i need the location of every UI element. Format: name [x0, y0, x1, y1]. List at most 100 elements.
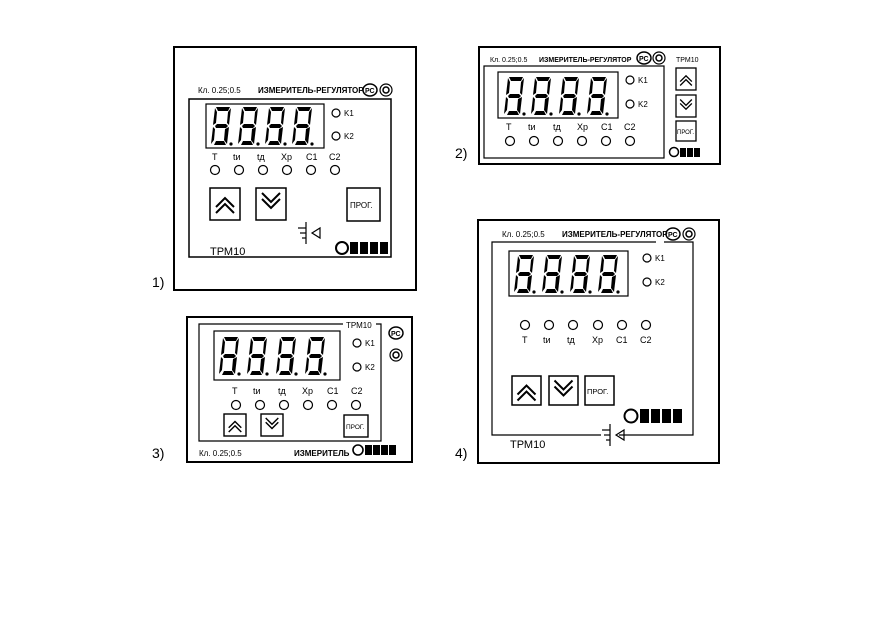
model-label: ТРМ10	[676, 57, 699, 64]
up-button[interactable]	[223, 413, 247, 437]
led-ti	[233, 164, 245, 176]
digital-display	[508, 250, 629, 297]
model-label: ТРМ10	[210, 246, 245, 258]
down-button[interactable]	[255, 187, 287, 221]
gost-mark-icon	[389, 348, 403, 362]
digit-3	[276, 337, 298, 376]
digit-4	[587, 77, 609, 116]
led-k2-label: K2	[344, 132, 354, 141]
panel-number: 1)	[152, 274, 164, 290]
down-button[interactable]	[675, 94, 697, 118]
led-xp	[576, 135, 588, 147]
panel-inner-frame	[188, 98, 392, 258]
up-button[interactable]	[209, 187, 241, 221]
led-t	[230, 399, 242, 411]
device-title: ИЗМЕРИТЕЛЬ-РЕГУЛЯТОР	[539, 57, 632, 64]
class-label: Кл. 0.25;0.5	[490, 57, 527, 64]
up-button[interactable]	[511, 375, 542, 406]
led-xp	[281, 164, 293, 176]
panel-number: 3)	[152, 445, 164, 461]
digit-1	[514, 255, 536, 294]
led-c1	[600, 135, 612, 147]
led-c2	[350, 399, 362, 411]
led-td	[567, 319, 579, 331]
panel-2: 2) Кл. 0.25;0.5 ИЗМЕРИТЕЛЬ-РЕГУЛЯТОР ТРМ…	[455, 46, 721, 165]
prog-button-label: ПРОГ.	[677, 130, 694, 136]
cert-mark-icon	[665, 227, 681, 241]
digit-3	[570, 255, 592, 294]
gost-mark-icon	[379, 83, 393, 97]
panel-inner-frame-left	[491, 241, 656, 436]
led-t	[504, 135, 516, 147]
digit-4	[598, 255, 620, 294]
down-button[interactable]	[548, 375, 579, 406]
digit-4	[305, 337, 327, 376]
device-title: ИЗМЕРИТЕЛЬ-РЕГУЛЯТОР	[258, 86, 364, 95]
owen-logo-icon	[335, 241, 388, 255]
led-label-c1: С1	[327, 386, 339, 396]
panel-1: 1) Кл. 0.25;0.5 ИЗМЕРИТЕЛЬ-РЕГУЛЯТОР K1 …	[152, 46, 417, 291]
up-button[interactable]	[675, 67, 697, 91]
digit-3	[559, 77, 581, 116]
digit-2	[531, 77, 553, 116]
led-k2	[642, 277, 652, 287]
led-label-ti: tи	[233, 152, 241, 162]
model-label: ТРМ10	[510, 439, 545, 451]
digit-3	[265, 107, 287, 146]
digit-1	[211, 107, 233, 146]
led-c1	[326, 399, 338, 411]
gost-mark-icon	[682, 227, 696, 241]
panel-number: 2)	[455, 145, 467, 161]
led-label-ti: tи	[528, 122, 536, 132]
led-label-td: tд	[257, 152, 266, 162]
model-label: ТРМ10	[346, 321, 372, 330]
device-title: ИЗМЕРИТЕЛЬ	[294, 449, 350, 458]
led-label-td: tд	[567, 335, 576, 345]
ground-symbol-icon	[602, 424, 625, 446]
digit-2	[238, 107, 260, 146]
panel-inner-frame	[619, 241, 694, 436]
panel-4: 4) Кл. 0.25;0.5 ИЗМЕРИТЕЛЬ-РЕГУЛЯТОР K1 …	[455, 219, 720, 464]
prog-button[interactable]: ПРОГ.	[346, 187, 381, 222]
prog-button-label: ПРОГ.	[346, 424, 365, 431]
led-k1	[352, 338, 362, 348]
led-xp	[302, 399, 314, 411]
digital-display	[213, 330, 341, 381]
led-k1-label: K1	[638, 76, 648, 85]
prog-button-label: ПРОГ.	[587, 387, 608, 396]
prog-button[interactable]: ПРОГ.	[343, 414, 369, 438]
led-k2	[331, 131, 341, 141]
cert-mark-icon	[362, 83, 378, 97]
led-label-c2: С2	[329, 152, 341, 162]
led-label-t: Т	[232, 386, 238, 396]
panel-inner-frame	[483, 65, 665, 159]
led-label-c2: С2	[640, 335, 652, 345]
cert-mark-icon	[636, 51, 652, 65]
digit-1	[219, 337, 241, 376]
class-label: Кл. 0.25;0.5	[199, 449, 242, 458]
led-xp	[592, 319, 604, 331]
led-label-t: Т	[506, 122, 512, 132]
digital-display	[205, 103, 325, 149]
digit-2	[542, 255, 564, 294]
led-c2	[624, 135, 636, 147]
class-label: Кл. 0.25;0.5	[502, 230, 545, 239]
owen-logo-icon	[668, 146, 700, 158]
panel-outer-frame	[478, 46, 721, 165]
led-c1	[616, 319, 628, 331]
down-button[interactable]	[260, 413, 284, 437]
led-k2-label: K2	[365, 363, 375, 372]
prog-button[interactable]: ПРОГ.	[675, 120, 697, 142]
led-td	[552, 135, 564, 147]
panel-outer-frame	[186, 316, 413, 463]
panel-3: 3) ТРМ10 K1 K2 Т tи tд Хр С1 С2	[152, 316, 413, 463]
prog-button[interactable]: ПРОГ.	[584, 375, 615, 406]
panel-inner-frame	[198, 323, 382, 442]
led-ti	[543, 319, 555, 331]
ground-symbol-icon	[298, 222, 321, 244]
led-k1	[331, 108, 341, 118]
led-label-c1: С1	[616, 335, 628, 345]
led-k1	[642, 253, 652, 263]
device-title: ИЗМЕРИТЕЛЬ-РЕГУЛЯТОР	[562, 230, 668, 239]
